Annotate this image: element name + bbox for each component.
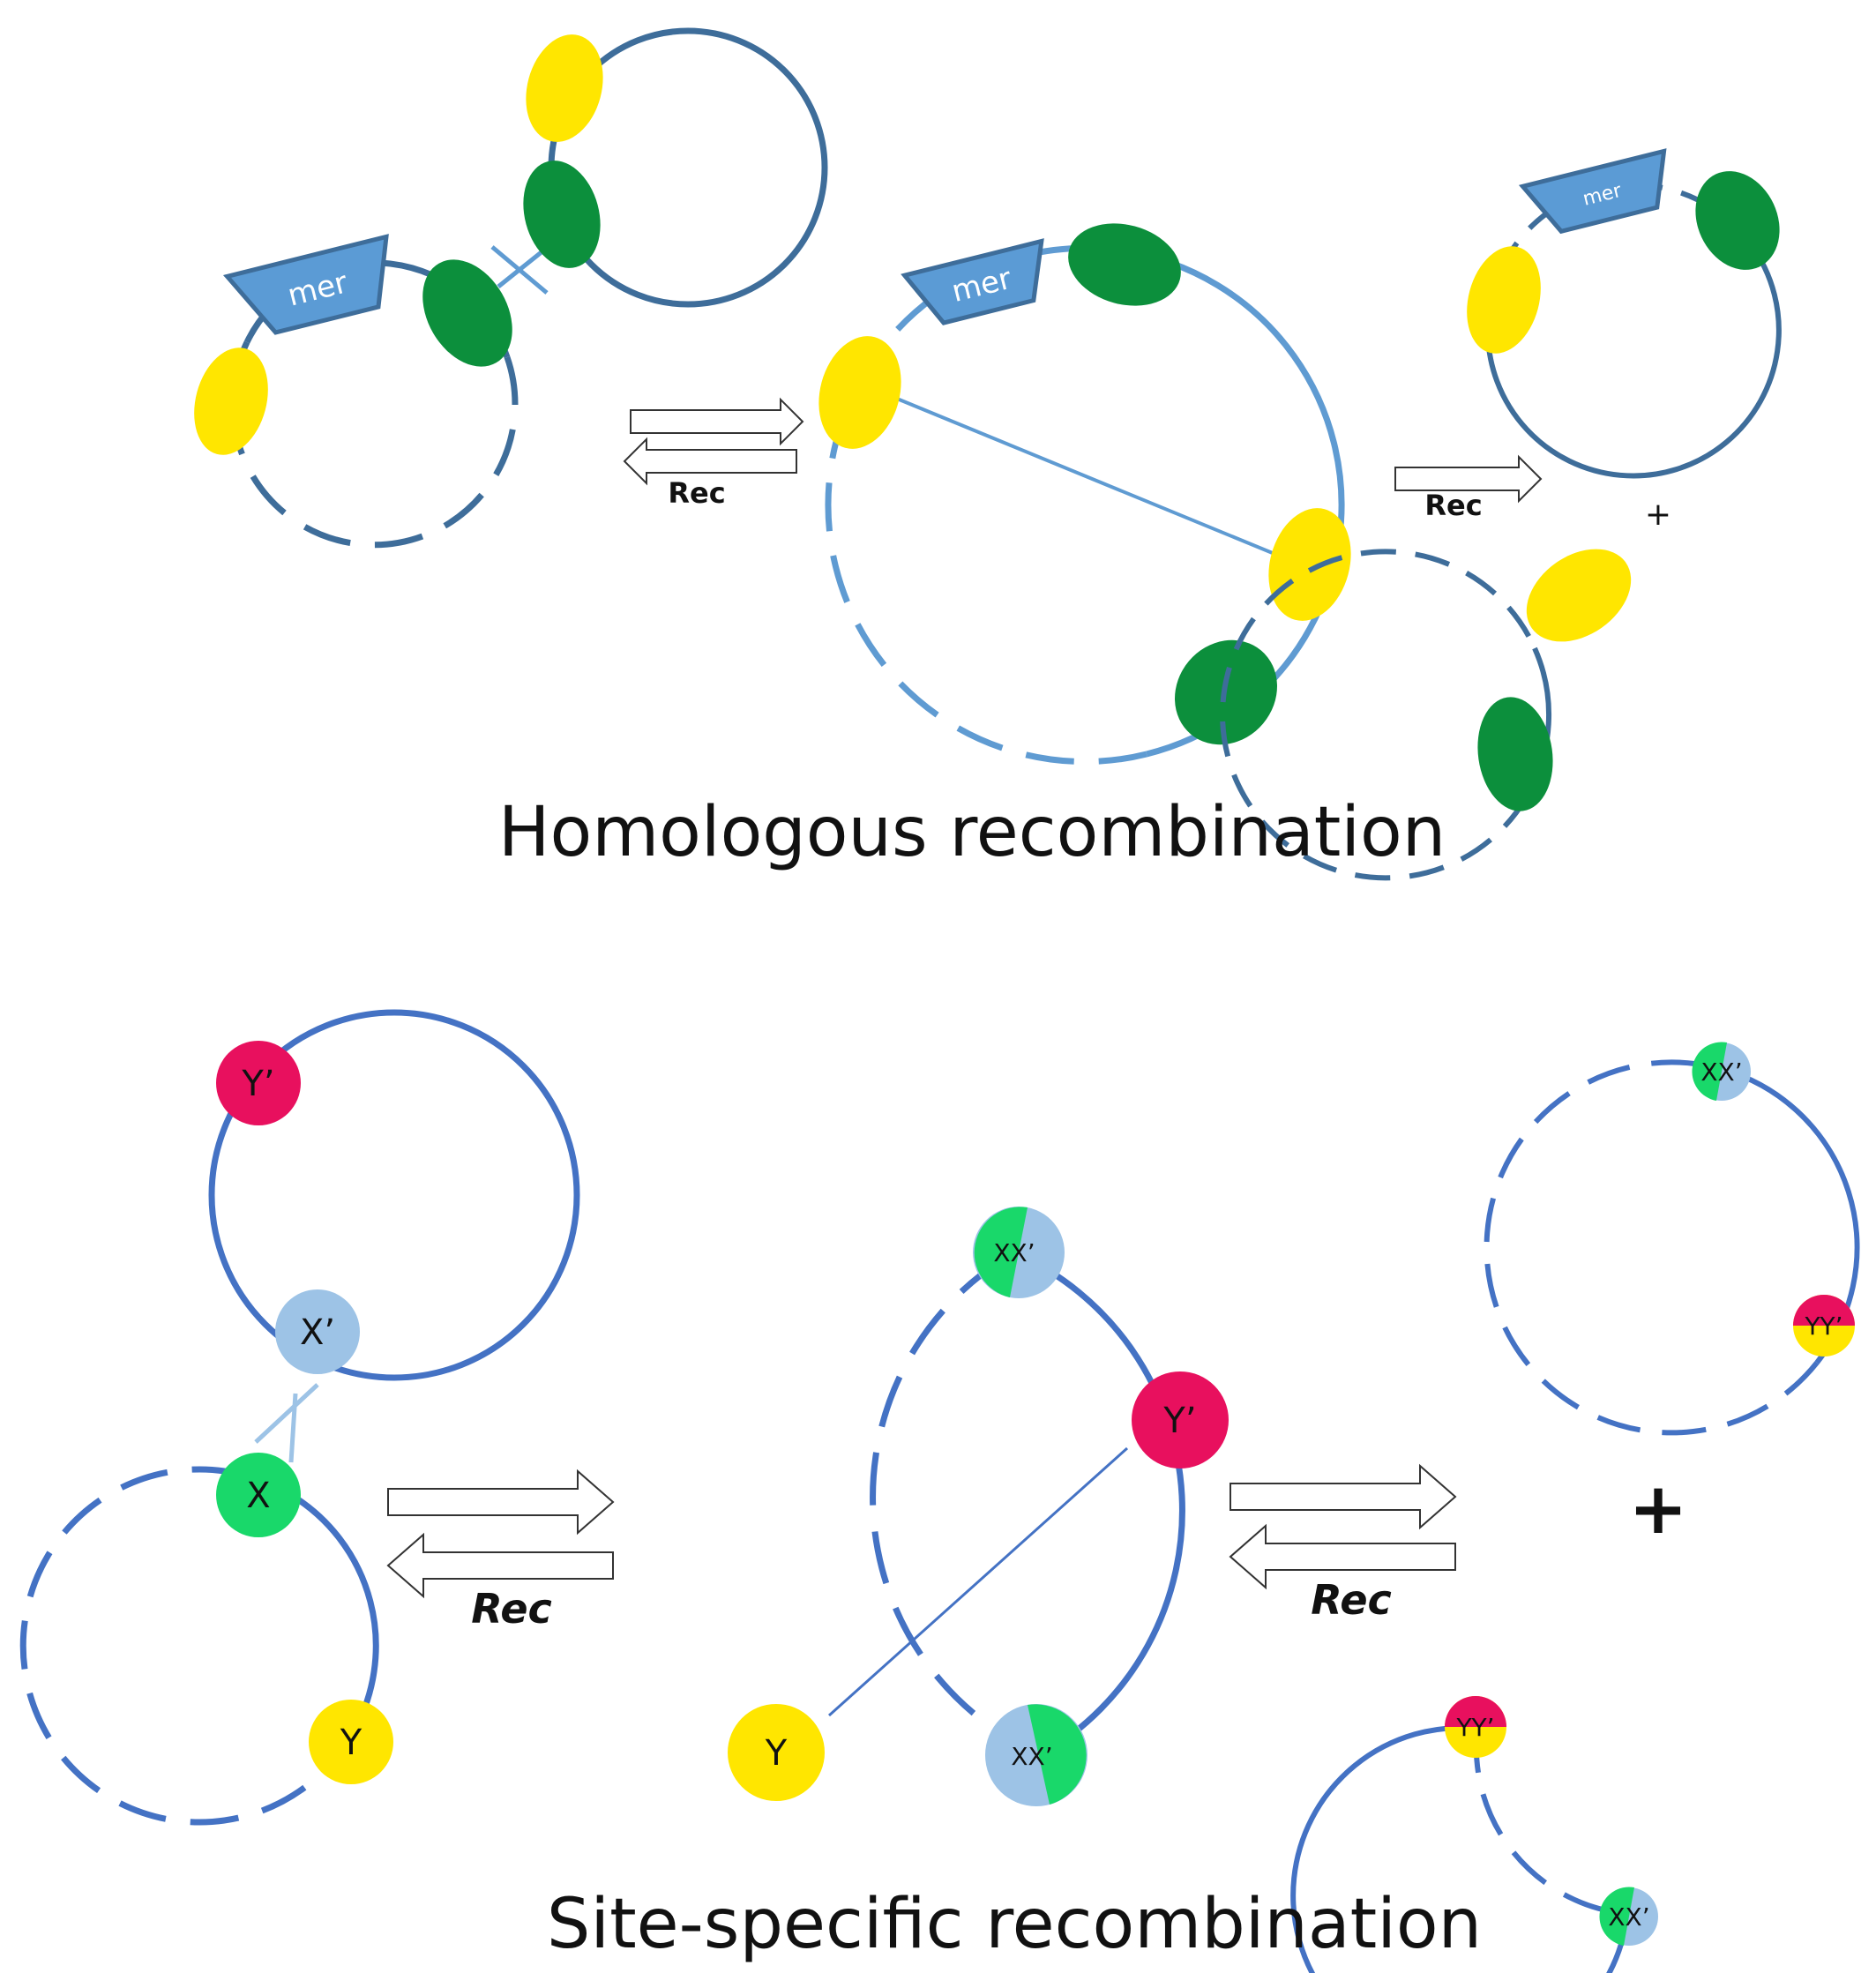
ssr-crossover-line xyxy=(288,1393,298,1463)
hr-cointegrate-chord xyxy=(881,391,1280,557)
hr-homology-site-yellow xyxy=(1526,549,1632,642)
ssr-site-x xyxy=(216,1453,301,1537)
ssr-plus-sign: + xyxy=(1628,1468,1687,1550)
hr-forward-arrow xyxy=(630,397,804,446)
hr-homology-site-green xyxy=(1068,223,1181,306)
ssr-site-xx-prime: XX’ xyxy=(985,1704,1087,1806)
hr-forward-arrow xyxy=(1394,454,1543,504)
ssr-site-label: XX’ xyxy=(993,1238,1035,1267)
ssr-site-y xyxy=(728,1704,825,1801)
hr-product-plasmid-top: mer xyxy=(1467,148,1782,479)
hr-homology-site-green xyxy=(1695,171,1780,270)
ssr-cointegrate-dashed-arc xyxy=(870,1249,1043,1759)
ssr-site-y xyxy=(309,1700,393,1784)
ssr-site-xx-prime-small: XX’ xyxy=(1692,1042,1751,1101)
hr-homology-site-green xyxy=(422,259,512,367)
hr-homology-site-yellow xyxy=(1268,508,1351,621)
hr-plus-sign: + xyxy=(1645,497,1671,533)
ssr-forward-arrow xyxy=(387,1469,615,1536)
mer-gene-box-small: mer xyxy=(1518,148,1667,235)
ssr-site-xx-prime-small: XX’ xyxy=(1599,1887,1658,1946)
ssr-site-label: X’ xyxy=(300,1312,335,1353)
homologous-recombination-panel: mer Rec mer Rec xyxy=(194,27,1782,881)
ssr-product-dashed-arc xyxy=(1473,1728,1628,1917)
ssr-product-solid-arc xyxy=(1290,1725,1630,1973)
ssr-site-label: Y’ xyxy=(241,1064,274,1104)
ssr-site-x-prime xyxy=(275,1289,360,1374)
ssr-site-label: X xyxy=(246,1476,270,1516)
ssr-site-y-prime xyxy=(1132,1371,1229,1469)
ssr-site-label: YY’ xyxy=(1455,1713,1494,1742)
ssr-forward-arrow xyxy=(1229,1463,1457,1530)
ssr-site-label: Y xyxy=(340,1723,362,1763)
ssr-reversible-arrows-1: Rec xyxy=(386,1469,615,1633)
hr-homology-site-green xyxy=(1477,697,1553,811)
mer-gene-box: mer xyxy=(222,234,389,335)
ssr-cointegrate-chord xyxy=(827,1446,1129,1717)
hr-product-plasmid-bottom xyxy=(1220,549,1632,881)
hr-cointegrate-plasmid: mer xyxy=(818,223,1351,766)
ssr-site-label: XX’ xyxy=(1011,1742,1052,1771)
ssr-reverse-arrow xyxy=(386,1532,614,1599)
hr-lower-plasmid-dashed-arc xyxy=(229,340,519,549)
ssr-left-plasmid-pair: Y’ X’ X Y xyxy=(19,1009,580,1826)
mer-gene-box: mer xyxy=(901,238,1044,325)
ssr-cointegrate-solid-arc xyxy=(1013,1249,1185,1759)
hr-homology-site-yellow xyxy=(818,336,901,449)
ssr-product-plasmid-bottom: YY’ XX’ xyxy=(1290,1696,1658,1973)
ssr-site-yy-prime-small: YY’ xyxy=(1793,1295,1855,1356)
hr-arrow-label-rec: Rec xyxy=(668,476,725,510)
hr-forward-arrow-group: Rec xyxy=(1394,454,1543,522)
hr-homology-site-yellow xyxy=(526,34,603,142)
hr-arrow-label-rec: Rec xyxy=(1424,489,1482,522)
ssr-site-xx-prime: XX’ xyxy=(973,1207,1065,1298)
ssr-arrow-label-rec: Rec xyxy=(471,1585,552,1633)
hr-homology-site-yellow xyxy=(194,348,268,455)
hr-product-dashed-arc xyxy=(1220,549,1537,881)
ssr-site-label: XX’ xyxy=(1608,1902,1649,1932)
ssr-arrow-label-rec: Rec xyxy=(1311,1576,1392,1624)
ssr-product-dashed-arc xyxy=(1484,1059,1820,1436)
ssr-site-label: Y’ xyxy=(1162,1401,1196,1441)
hr-caption: Homologous recombination xyxy=(498,793,1446,872)
ssr-reversible-arrows-2: Rec xyxy=(1229,1463,1457,1624)
ssr-caption: Site-specific recombination xyxy=(547,1885,1482,1964)
ssr-site-label: Y xyxy=(765,1733,788,1774)
hr-homology-site-yellow xyxy=(1467,246,1541,354)
ssr-lower-plasmid-solid-arc xyxy=(289,1492,379,1735)
ssr-lower-plasmid-dashed-arc xyxy=(19,1466,356,1826)
ssr-reverse-arrow xyxy=(1229,1523,1456,1590)
hr-crossover-line xyxy=(490,245,549,295)
ssr-site-yy-prime-small: YY’ xyxy=(1445,1696,1506,1758)
ssr-site-y-prime xyxy=(216,1041,301,1125)
ssr-crossover-line xyxy=(254,1383,319,1444)
hr-homology-site-green xyxy=(523,161,601,268)
site-specific-recombination-panel: Y’ X’ X Y Rec XX’ Y’ xyxy=(19,1009,1860,1973)
ssr-cointegrate-plasmid: XX’ Y’ Y XX’ xyxy=(728,1207,1229,1806)
hr-reversible-arrows: Rec xyxy=(623,397,804,510)
ssr-site-label: YY’ xyxy=(1804,1312,1842,1341)
hr-reverse-arrow xyxy=(623,437,797,486)
ssr-upper-plasmid xyxy=(208,1009,580,1381)
ssr-product-plasmid-top: XX’ YY’ xyxy=(1484,1042,1860,1436)
hr-left-plasmid-pair: mer xyxy=(194,27,828,549)
ssr-site-label: XX’ xyxy=(1700,1057,1742,1087)
hr-cointegrate-dashed-arc xyxy=(825,252,1147,766)
hr-product-solid-arc xyxy=(1484,205,1782,479)
